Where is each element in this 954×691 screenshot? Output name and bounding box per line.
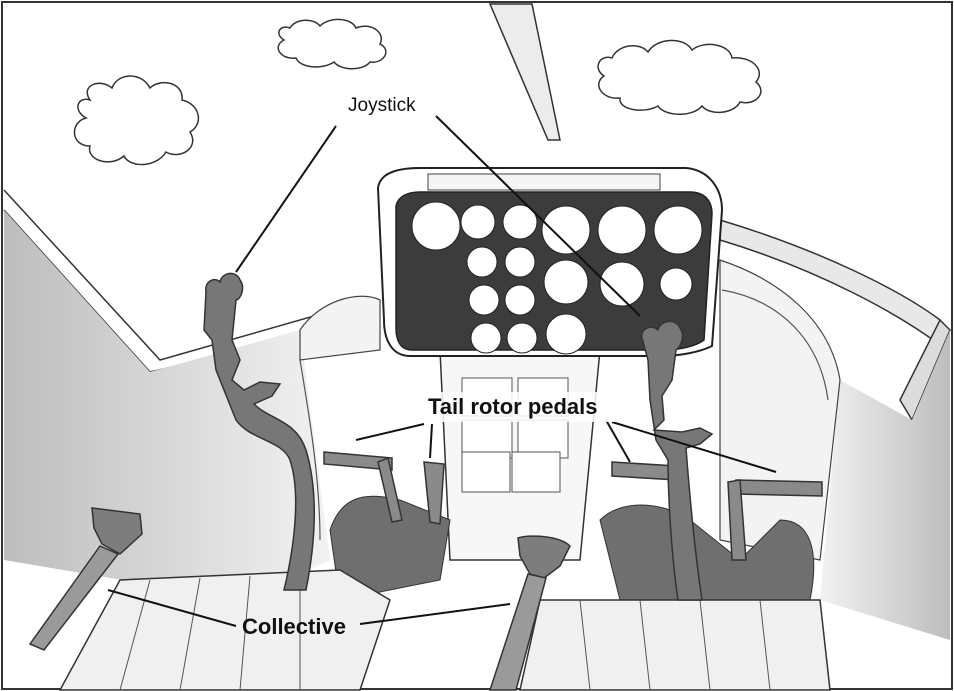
- joystick-left: [203, 272, 315, 591]
- instrument-gauges: [411, 201, 703, 355]
- cloud-left: [73, 75, 200, 166]
- gauge: [502, 204, 538, 240]
- gauge: [653, 205, 703, 255]
- gauge: [504, 246, 536, 278]
- gauge: [541, 205, 591, 255]
- cloud-center: [277, 18, 387, 70]
- joystick-right: [641, 320, 714, 601]
- gauge: [599, 261, 645, 307]
- gauge: [545, 313, 587, 355]
- gauge: [460, 204, 496, 240]
- gauge: [597, 205, 647, 255]
- cloud-right: [597, 39, 762, 115]
- gauge: [411, 201, 461, 251]
- gauge: [659, 267, 693, 301]
- right-wall: [820, 330, 950, 640]
- pedals-left: [323, 451, 445, 525]
- collective-right: [488, 535, 571, 691]
- pedals-right: [611, 461, 823, 561]
- seat-right: [519, 504, 831, 691]
- joystick-label: Joystick: [348, 95, 416, 116]
- gauge: [470, 322, 502, 354]
- gauge: [468, 284, 500, 316]
- collective-left: [28, 507, 143, 651]
- gauge: [506, 322, 538, 354]
- gauge: [504, 284, 536, 316]
- center-console: [439, 349, 601, 561]
- gauge: [466, 246, 498, 278]
- left-wall: [4, 210, 330, 600]
- collective-label: Collective: [242, 614, 346, 639]
- leader-lines: [107, 115, 777, 627]
- pedals-label-bg: [418, 392, 618, 422]
- tail-rotor-pedals-label: Tail rotor pedals: [428, 394, 598, 419]
- gauge: [543, 259, 589, 305]
